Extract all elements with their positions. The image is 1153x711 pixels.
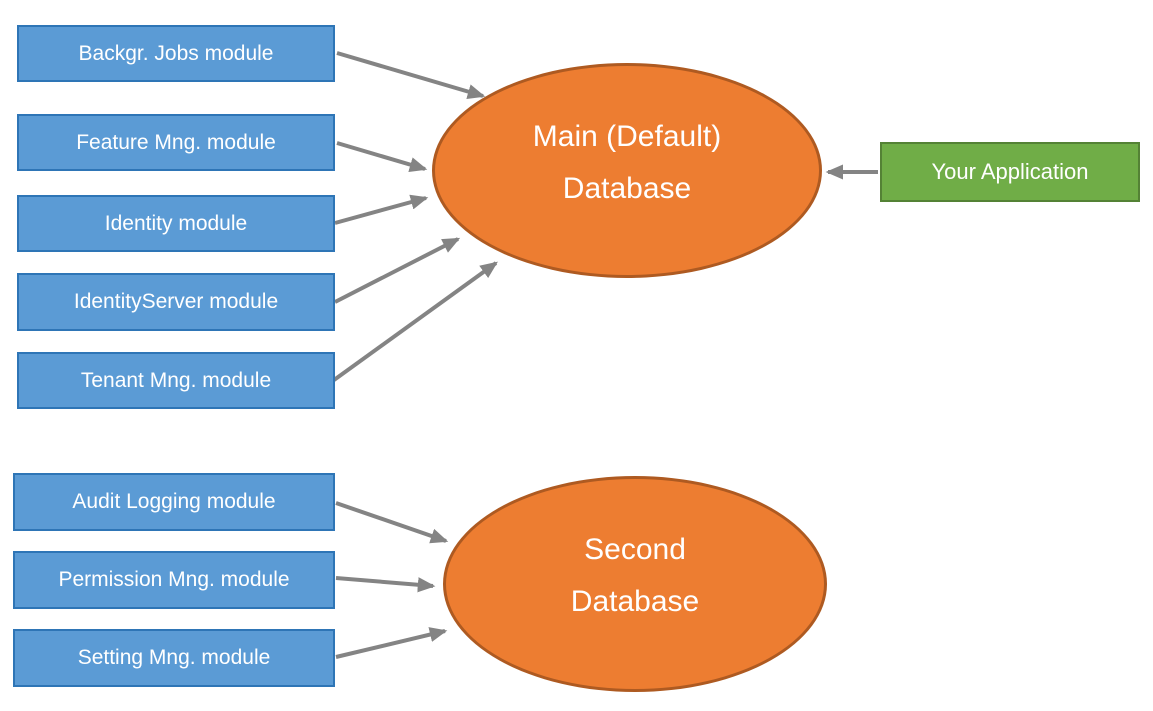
module-box-label: Tenant Mng. module	[80, 368, 272, 392]
module-box-label: Setting Mng. module	[77, 646, 271, 669]
arrow-tenant-mng-to-main-db	[332, 261, 498, 382]
module-box-setting-mng: Setting Mng. module	[13, 629, 335, 687]
database-label-line1: Second	[584, 533, 686, 566]
arrow-setting-mng-to-second-db	[335, 627, 448, 659]
database-ellipse-second: Second Database	[443, 476, 827, 692]
arrow-feature-mng-to-main-db	[336, 141, 428, 172]
application-box-label: Your Application	[931, 159, 1089, 184]
database-label-line2: Database	[562, 171, 692, 205]
arrow-backgr-jobs-to-main-db	[336, 51, 486, 99]
arrow-identity-to-main-db	[334, 194, 429, 225]
module-box-identity: Identity module	[17, 195, 335, 252]
module-box-backgr-jobs: Backgr. Jobs module	[17, 25, 335, 82]
module-box-label: IdentityServer module	[73, 290, 279, 313]
arrow-audit-logging-to-second-db	[335, 501, 449, 544]
module-box-permission-mng: Permission Mng. module	[13, 551, 335, 609]
module-box-tenant-mng: Tenant Mng. module	[17, 352, 335, 409]
database-label-line1: Main (Default)	[532, 119, 722, 153]
module-box-label: Backgr. Jobs module	[78, 41, 274, 65]
arrow-permission-mng-to-second-db	[335, 576, 436, 593]
application-box: Your Application	[880, 142, 1140, 202]
module-box-feature-mng: Feature Mng. module	[17, 114, 335, 171]
database-ellipse-main: Main (Default) Database	[432, 63, 822, 278]
module-box-identityserver: IdentityServer module	[17, 273, 335, 331]
module-box-label: Feature Mng. module	[76, 130, 276, 154]
module-box-label: Permission Mng. module	[58, 568, 290, 591]
module-box-label: Identity module	[104, 211, 248, 235]
module-box-audit-logging: Audit Logging module	[13, 473, 335, 531]
module-box-label: Audit Logging module	[72, 490, 276, 513]
database-label-line2: Database	[570, 585, 700, 618]
arrow-identityserver-to-main-db	[334, 237, 461, 304]
